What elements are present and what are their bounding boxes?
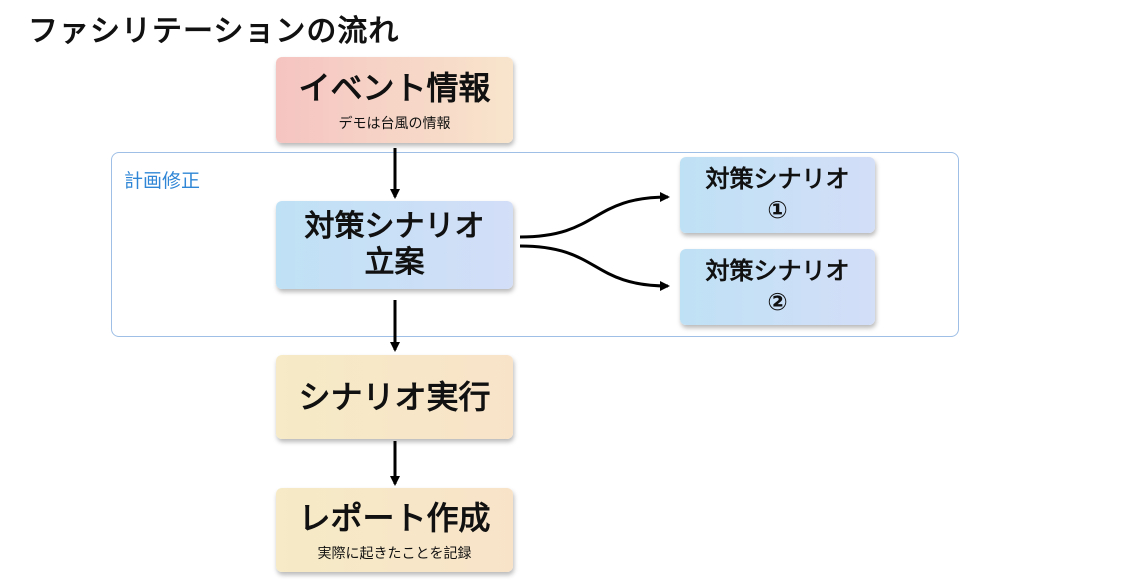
event-info-node: イベント情報 デモは台風の情報 — [276, 57, 513, 143]
event-info-subtitle: デモは台風の情報 — [338, 115, 451, 132]
scenario-planning-line1: 対策シナリオ — [304, 209, 485, 244]
event-info-title: イベント情報 — [298, 68, 491, 107]
diagram-title: ファシリテーションの流れ — [28, 14, 400, 49]
scenario-1-line2: ① — [767, 196, 788, 224]
arrow-plan-to-scenario-2 — [519, 244, 670, 291]
scenario-2-line1: 対策シナリオ — [705, 256, 850, 285]
scenario-execution-title: シナリオ実行 — [298, 378, 491, 416]
scenario-planning-line2: 立案 — [364, 245, 425, 280]
scenario-execution-node: シナリオ実行 — [276, 355, 513, 439]
report-creation-title: レポート作成 — [298, 498, 491, 537]
scenario-1-line1: 対策シナリオ — [705, 164, 850, 193]
scenario-planning-node: 対策シナリオ 立案 — [276, 201, 513, 289]
scenario-2-node: 対策シナリオ ② — [680, 249, 875, 325]
scenario-1-node: 対策シナリオ ① — [680, 157, 875, 233]
plan-revision-group — [111, 152, 959, 337]
plan-revision-group-label: 計画修正 — [124, 170, 201, 192]
arrow-plan-to-scenario-1 — [519, 192, 670, 239]
scenario-2-line2: ② — [767, 288, 788, 316]
report-creation-subtitle: 実際に起きたことを記録 — [317, 545, 472, 562]
report-creation-node: レポート作成 実際に起きたことを記録 — [276, 488, 513, 572]
